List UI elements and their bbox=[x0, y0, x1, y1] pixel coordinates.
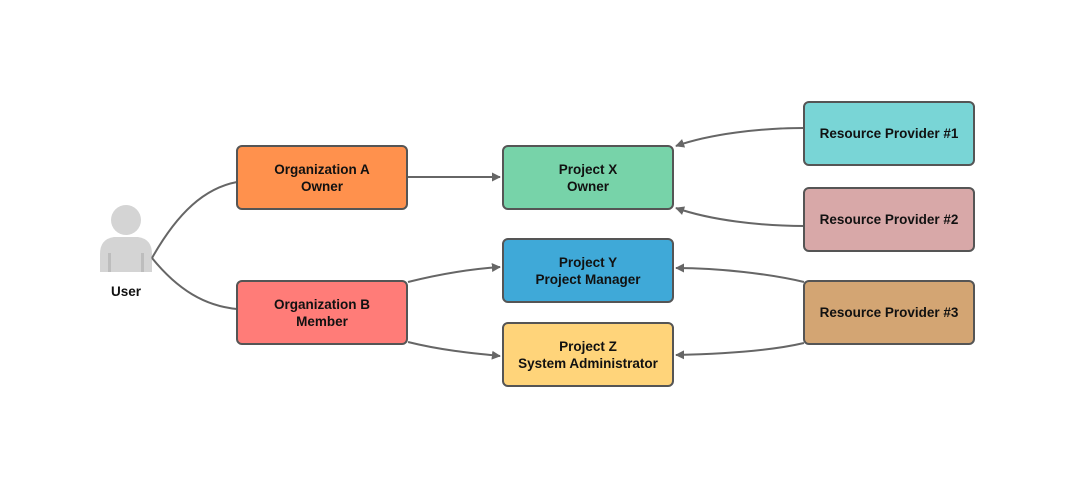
resource-provider-3-node[interactable]: Resource Provider #3 bbox=[803, 280, 975, 345]
project-z-name: Project Z bbox=[559, 338, 617, 354]
resource-provider-2-name: Resource Provider #2 bbox=[819, 212, 959, 227]
project-y-node[interactable]: Project Y Project Manager bbox=[502, 238, 674, 303]
user-label: User bbox=[110, 284, 142, 299]
org-a-name: Organization A bbox=[274, 161, 370, 177]
resource-provider-2-node[interactable]: Resource Provider #2 bbox=[803, 187, 975, 252]
org-a-role: Owner bbox=[300, 178, 343, 194]
project-y-name: Project Y bbox=[558, 254, 618, 270]
project-x-name: Project X bbox=[558, 161, 618, 177]
connector-user-org-a bbox=[151, 181, 238, 259]
connector-rp3-project-y bbox=[675, 263, 805, 283]
org-b-role: Member bbox=[296, 313, 348, 329]
connector-org-b-project-y bbox=[407, 263, 501, 283]
org-b-node[interactable]: Organization B Member bbox=[236, 280, 408, 345]
resource-provider-1-name: Resource Provider #1 bbox=[819, 126, 959, 141]
org-a-node[interactable]: Organization A Owner bbox=[236, 145, 408, 210]
project-z-node[interactable]: Project Z System Administrator bbox=[502, 322, 674, 387]
resource-provider-1-node[interactable]: Resource Provider #1 bbox=[803, 101, 975, 166]
connector-rp1-project-x bbox=[675, 127, 805, 148]
project-z-role: System Administrator bbox=[518, 355, 658, 371]
connector-org-b-project-z bbox=[407, 341, 501, 360]
org-b-name: Organization B bbox=[273, 296, 370, 312]
project-x-role: Owner bbox=[566, 178, 609, 194]
user-icon bbox=[100, 205, 152, 272]
connector-user-org-b bbox=[151, 257, 238, 310]
connector-rp3-project-z bbox=[675, 342, 805, 360]
connector-rp2-project-x bbox=[675, 206, 805, 227]
resource-provider-3-name: Resource Provider #3 bbox=[819, 305, 959, 320]
project-y-role: Project Manager bbox=[535, 271, 641, 287]
project-x-node[interactable]: Project X Owner bbox=[502, 145, 674, 210]
